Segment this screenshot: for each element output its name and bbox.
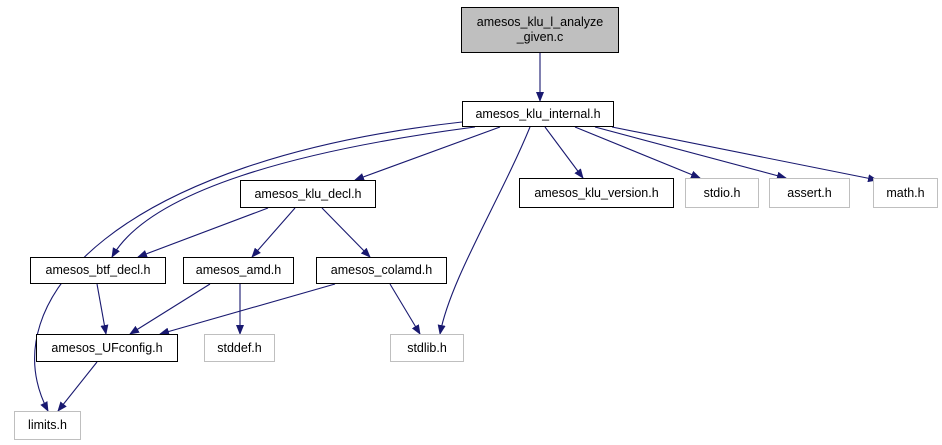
node-label: amesos_colamd.h (330, 263, 433, 277)
edge-internal-to-limits (34, 121, 463, 412)
edge-colamd-to-stdlib (389, 283, 421, 335)
node-label: math.h (886, 185, 925, 200)
edge-decl-to-amd (251, 207, 296, 258)
node-label: stdlib.h (407, 340, 447, 355)
edge-amd-to-ufconfig (129, 283, 211, 335)
edge-internal-to-btf (111, 126, 476, 258)
node-label: amesos_btf_decl.h (45, 263, 151, 277)
edge-internal-to-stdio (574, 126, 701, 179)
node-amesos-klu-version-h[interactable]: amesos_klu_version.h (519, 178, 674, 208)
edge-internal-to-version (544, 126, 584, 179)
edge-btf-to-ufconfig (96, 283, 109, 335)
node-amesos-amd-h[interactable]: amesos_amd.h (183, 257, 294, 284)
node-label: stdio.h (703, 185, 741, 200)
edge-internal-to-decl (354, 126, 501, 181)
edge-internal-to-assert (594, 126, 787, 180)
node-amesos-klu-internal-h[interactable]: amesos_klu_internal.h (462, 101, 614, 127)
node-label: amesos_klu_internal.h (475, 106, 601, 121)
node-label: stddef.h (217, 340, 262, 355)
node-stddef-h: stddef.h (204, 334, 275, 362)
node-root-file: amesos_klu_l_analyze _given.c (461, 7, 619, 53)
node-stdio-h: stdio.h (685, 178, 759, 208)
node-assert-h: assert.h (769, 178, 850, 208)
node-amesos-colamd-h[interactable]: amesos_colamd.h (316, 257, 447, 284)
edge-ufconfig-to-limits (57, 361, 98, 412)
node-math-h: math.h (873, 178, 938, 208)
node-label: amesos_klu_version.h (534, 185, 659, 200)
node-root-label-line-1: amesos_klu_l_analyze (476, 15, 604, 29)
edge-decl-to-btf (137, 207, 269, 258)
node-label: amesos_klu_decl.h (254, 186, 362, 201)
edge-internal-to-stdlib (437, 126, 531, 335)
edge-colamd-to-ufconfig (159, 283, 336, 336)
node-label: amesos_amd.h (195, 263, 282, 277)
node-label: amesos_UFconfig.h (51, 340, 163, 355)
node-amesos-klu-decl-h[interactable]: amesos_klu_decl.h (240, 180, 376, 208)
edge-decl-to-colamd (321, 207, 371, 258)
node-limits-h: limits.h (14, 411, 81, 440)
edge-internal-to-math (611, 126, 878, 183)
node-label: assert.h (787, 185, 832, 200)
node-label: limits.h (28, 418, 67, 432)
node-amesos-btf-decl-h[interactable]: amesos_btf_decl.h (30, 257, 166, 284)
node-stdlib-h: stdlib.h (390, 334, 464, 362)
node-amesos-ufconfig-h[interactable]: amesos_UFconfig.h (36, 334, 178, 362)
node-root-label-line-2: _given.c (516, 30, 564, 44)
